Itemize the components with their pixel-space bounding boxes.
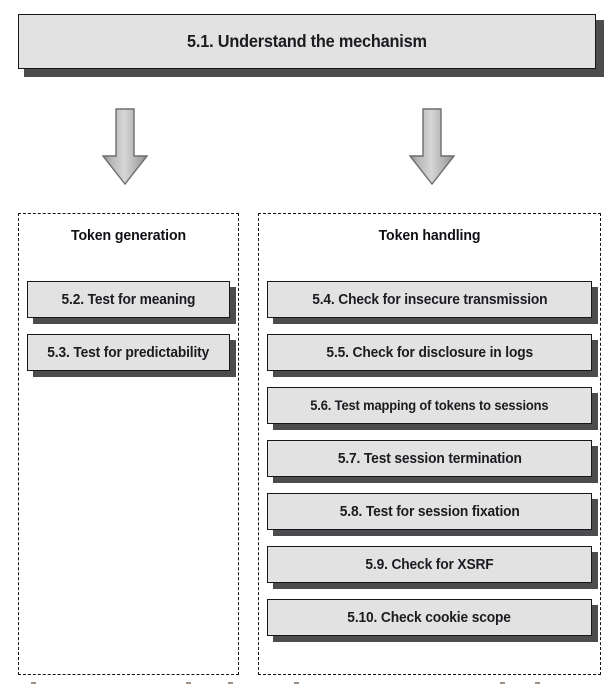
step-box-5-8[interactable]: 5.8. Test for session fixation: [267, 493, 598, 536]
process-box-label: 5.1. Understand the mechanism: [187, 31, 427, 51]
step-box-5-10[interactable]: 5.10. Check cookie scope: [267, 599, 598, 642]
step-label: 5.4. Check for insecure transmission: [311, 291, 548, 308]
step-box-5-2[interactable]: 5.2. Test for meaning: [27, 281, 236, 324]
step-label: 5.10. Check cookie scope: [347, 609, 512, 626]
step-label: 5.6. Test mapping of tokens to sessions: [310, 398, 549, 413]
scan-artifacts: [0, 682, 616, 689]
group-title-token-generation: Token generation: [71, 227, 186, 244]
step-label: 5.5. Check for disclosure in logs: [326, 344, 533, 361]
step-box-5-3[interactable]: 5.3. Test for predictability: [27, 334, 236, 377]
arrow-down-icon-token-generation: [102, 108, 148, 186]
group-panel-token-generation: Token generation 5.2. Test for meaning 5…: [18, 213, 239, 675]
group-title-token-handling: Token handling: [378, 227, 481, 244]
step-box-face[interactable]: 5.6. Test mapping of tokens to sessions: [267, 387, 592, 424]
arrow-down-icon-token-handling: [409, 108, 455, 186]
step-box-face[interactable]: 5.9. Check for XSRF: [267, 546, 592, 583]
step-label: 5.9. Check for XSRF: [365, 556, 494, 573]
process-box-5-1[interactable]: 5.1. Understand the mechanism: [18, 14, 604, 77]
step-label: 5.3. Test for predictability: [47, 344, 210, 361]
step-box-5-5[interactable]: 5.5. Check for disclosure in logs: [267, 334, 598, 377]
step-box-5-7[interactable]: 5.7. Test session termination: [267, 440, 598, 483]
group-panel-token-handling: Token handling 5.4. Check for insecure t…: [258, 213, 601, 675]
step-box-face[interactable]: 5.4. Check for insecure transmission: [267, 281, 592, 318]
process-box-face[interactable]: 5.1. Understand the mechanism: [18, 14, 596, 69]
step-label: 5.2. Test for meaning: [61, 291, 196, 308]
step-box-5-9[interactable]: 5.9. Check for XSRF: [267, 546, 598, 589]
step-list-token-generation: 5.2. Test for meaning 5.3. Test for pred…: [27, 281, 236, 387]
step-box-face[interactable]: 5.2. Test for meaning: [27, 281, 230, 318]
step-label: 5.7. Test session termination: [337, 450, 522, 467]
step-box-face[interactable]: 5.10. Check cookie scope: [267, 599, 592, 636]
step-box-5-4[interactable]: 5.4. Check for insecure transmission: [267, 281, 598, 324]
step-list-token-handling: 5.4. Check for insecure transmission 5.5…: [267, 281, 598, 652]
step-box-face[interactable]: 5.7. Test session termination: [267, 440, 592, 477]
step-label: 5.8. Test for session fixation: [339, 503, 520, 520]
step-box-face[interactable]: 5.3. Test for predictability: [27, 334, 230, 371]
step-box-face[interactable]: 5.5. Check for disclosure in logs: [267, 334, 592, 371]
step-box-face[interactable]: 5.8. Test for session fixation: [267, 493, 592, 530]
step-box-5-6[interactable]: 5.6. Test mapping of tokens to sessions: [267, 387, 598, 430]
